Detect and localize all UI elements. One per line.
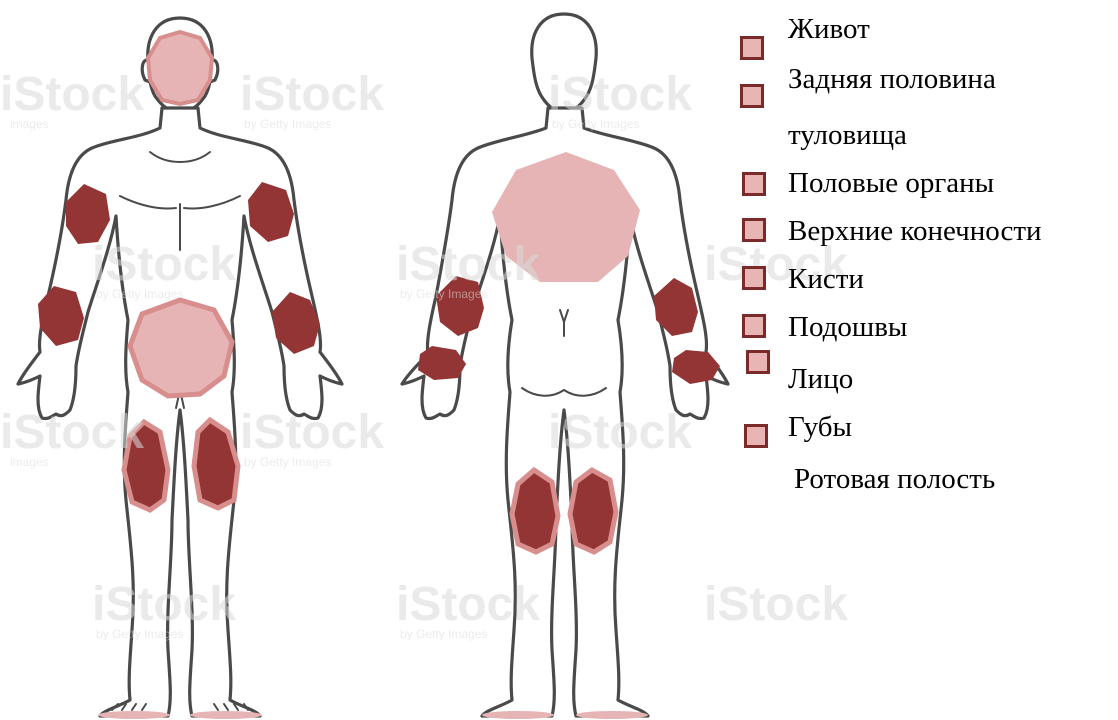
legend-label: Половые органы [788, 166, 994, 200]
legend-label: Подошвы [788, 310, 907, 344]
watermark-sub: by Getty Images [400, 287, 487, 301]
watermark-text: iStock [396, 238, 540, 291]
watermark-sub: by Getty Images [96, 627, 183, 641]
watermark-text: iStock [92, 238, 236, 291]
legend-label: Ротовая полость [794, 462, 995, 496]
back-sole-right-patch [576, 711, 648, 719]
legend-label: Верхние конечности [788, 214, 1042, 248]
legend-swatch [740, 84, 764, 108]
watermark-sub: by Getty Images [96, 287, 183, 301]
legend-swatch [742, 266, 766, 290]
front-sole-left-patch [98, 711, 170, 719]
legend-label: Задняя половина [788, 62, 996, 96]
watermark-text: iStock [0, 406, 144, 459]
legend-swatch [746, 350, 770, 374]
legend-label: туловища [788, 118, 907, 152]
back-calf-right-patch [570, 470, 616, 552]
legend-swatch [742, 172, 766, 196]
watermark-text: iStock [240, 406, 384, 459]
legend: Живот Задняя половина туловища Половые о… [730, 8, 1118, 508]
legend-label: Кисти [788, 262, 864, 296]
back-sole-left-patch [482, 711, 554, 719]
watermark-text: iStock [548, 68, 692, 121]
legend-label: Лицо [788, 362, 853, 396]
watermark-text: iStock [240, 68, 384, 121]
watermark-sub: by Getty Images [244, 117, 331, 131]
watermark-text: iStock [0, 68, 144, 121]
legend-swatch [740, 36, 764, 60]
legend-swatch [742, 314, 766, 338]
watermark-sub: by Getty Images [552, 117, 639, 131]
watermark-text: iStock [704, 578, 848, 631]
legend-swatch [742, 218, 766, 242]
legend-swatch [744, 424, 768, 448]
watermark-text: iStock [396, 578, 540, 631]
front-face-patch [148, 32, 212, 104]
front-abdomen-patch [130, 300, 232, 396]
legend-label: Губы [788, 410, 852, 444]
watermark-sub: images [10, 117, 49, 131]
front-sole-right-patch [190, 711, 262, 719]
back-calf-left-patch [512, 470, 558, 552]
watermark-sub: by Getty Images [244, 455, 331, 469]
watermark-text: iStock [548, 406, 692, 459]
legend-label: Живот [788, 12, 870, 46]
watermark-sub: images [10, 455, 49, 469]
watermark-text: iStock [92, 578, 236, 631]
watermark-sub: by Getty Images [400, 627, 487, 641]
